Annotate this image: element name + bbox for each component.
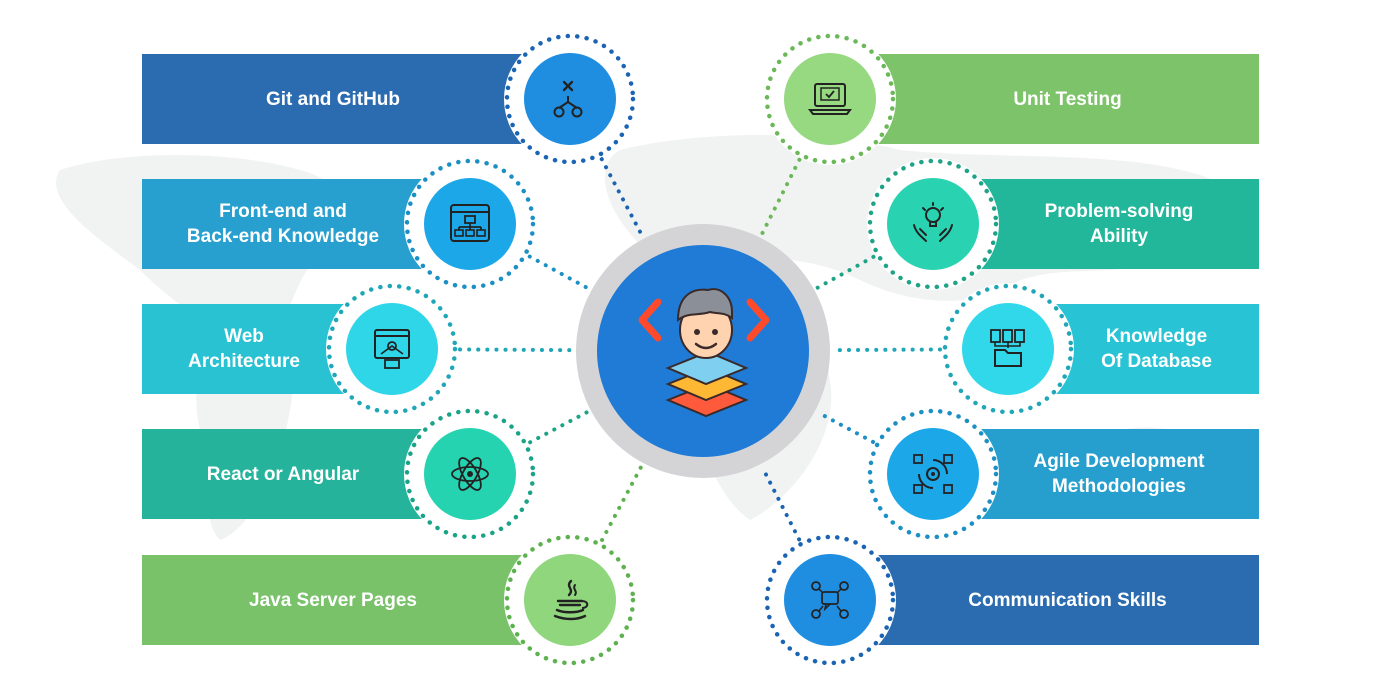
connector-react-or-angular <box>528 410 590 445</box>
skill-bar-git-and-github: Git and GitHub <box>142 54 542 144</box>
connector-communication-skills <box>760 465 802 542</box>
skill-node-front-end-and-back-end-knowledge <box>424 178 516 270</box>
dotted-ring <box>404 408 536 540</box>
skill-label: Front-end and Back-end Knowledge <box>186 201 380 247</box>
dotted-ring <box>764 534 896 666</box>
connector-front-end-and-back-end-knowledge <box>527 254 590 291</box>
connector-agile-development-methodologies <box>816 410 876 444</box>
skill-bar-front-end-and-back-end-knowledge: Front-end and Back-end Knowledge <box>142 179 442 269</box>
skill-label: Problem-solving Ability <box>1044 201 1194 247</box>
skill-label: React or Angular <box>206 463 360 485</box>
atom-icon <box>451 457 489 491</box>
skill-label: Unit Testing <box>1013 88 1122 110</box>
laptop-test-icon <box>808 83 852 115</box>
dotted-ring <box>326 283 458 415</box>
skill-bar-communication-skills: Communication Skills <box>866 555 1259 645</box>
skill-node-react-or-angular <box>424 428 516 520</box>
skill-node-problem-solving-ability <box>887 178 979 270</box>
lightbulb-hands-icon <box>913 202 953 242</box>
skill-label: Agile Development Methodologies <box>1033 451 1205 497</box>
database-folder-icon <box>990 329 1025 367</box>
skill-node-web-architecture <box>346 303 438 395</box>
dotted-ring <box>867 158 999 290</box>
java-cup-icon <box>553 579 589 621</box>
communication-network-icon <box>811 581 849 619</box>
skill-bar-react-or-angular: React or Angular <box>142 429 442 519</box>
skill-label: Git and GitHub <box>265 88 401 110</box>
skill-node-communication-skills <box>784 554 876 646</box>
skill-label: Web Architecture <box>188 326 300 372</box>
dotted-ring <box>504 33 636 165</box>
skill-node-java-server-pages <box>524 554 616 646</box>
skill-bar-problem-solving-ability: Problem-solving Ability <box>960 179 1259 269</box>
dotted-ring <box>404 158 536 290</box>
skill-label: Java Server Pages <box>249 589 417 611</box>
skill-bar-java-server-pages: Java Server Pages <box>142 555 542 645</box>
skill-label: Knowledge Of Database <box>1101 326 1212 372</box>
skill-label: Communication Skills <box>968 589 1167 611</box>
git-branch-icon <box>553 80 583 118</box>
skill-bar-agile-development-methodologies: Agile Development Methodologies <box>960 429 1259 519</box>
skill-bar-unit-testing: Unit Testing <box>866 54 1259 144</box>
skill-node-git-and-github <box>524 53 616 145</box>
connector-unit-testing <box>759 157 802 237</box>
dotted-ring <box>867 408 999 540</box>
skill-node-agile-development-methodologies <box>887 428 979 520</box>
dotted-ring <box>504 534 636 666</box>
dotted-ring <box>764 33 896 165</box>
web-architecture-icon <box>374 329 410 369</box>
skill-node-knowledge-of-database <box>962 303 1054 395</box>
connector-git-and-github <box>599 157 644 238</box>
connector-java-server-pages <box>600 464 644 543</box>
dotted-ring <box>942 283 1074 415</box>
developer-avatar-icon <box>638 288 770 418</box>
connector-web-architecture <box>457 347 575 353</box>
sitemap-browser-icon <box>450 204 490 242</box>
agile-cycle-icon <box>913 454 953 494</box>
connector-knowledge-of-database <box>831 347 943 353</box>
skill-node-unit-testing <box>784 53 876 145</box>
connector-problem-solving-ability <box>815 254 876 290</box>
